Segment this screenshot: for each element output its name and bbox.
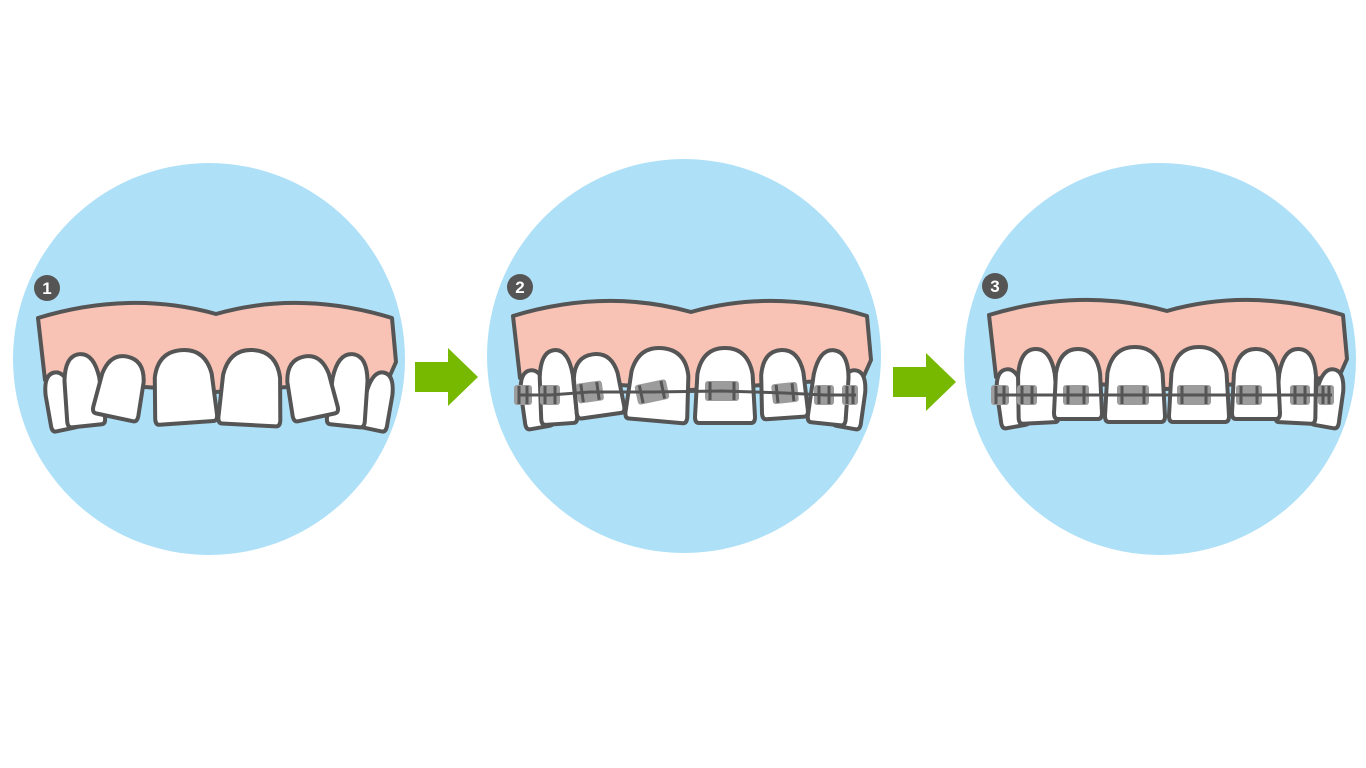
step-number-badge (982, 273, 1008, 299)
tooth (152, 348, 220, 427)
step-number: 1 (42, 279, 51, 298)
step-panel-1: 1 (13, 163, 405, 555)
step-number: 3 (990, 277, 999, 296)
bracket-slot (659, 380, 667, 399)
tooth (216, 348, 283, 429)
tooth (1230, 347, 1282, 421)
braces (514, 379, 858, 405)
upper-jaw (36, 300, 398, 434)
bracket-slot (637, 385, 645, 404)
arrow-right-icon (415, 348, 478, 406)
step-panel-2: 2 (487, 159, 881, 553)
step-number-badge (507, 274, 533, 300)
step-panel-3: 3 (964, 163, 1356, 555)
tooth (1167, 345, 1231, 424)
tooth (285, 354, 340, 424)
tooth (91, 354, 146, 424)
tooth (1052, 347, 1104, 421)
upper-jaw (987, 297, 1349, 431)
upper-jaw (511, 298, 873, 432)
step-number-badge (34, 275, 60, 301)
arrow-right-icon (893, 353, 956, 411)
braces (991, 385, 1334, 405)
tooth (1103, 345, 1167, 424)
step-number: 2 (515, 278, 524, 297)
arch-wire (518, 389, 856, 397)
